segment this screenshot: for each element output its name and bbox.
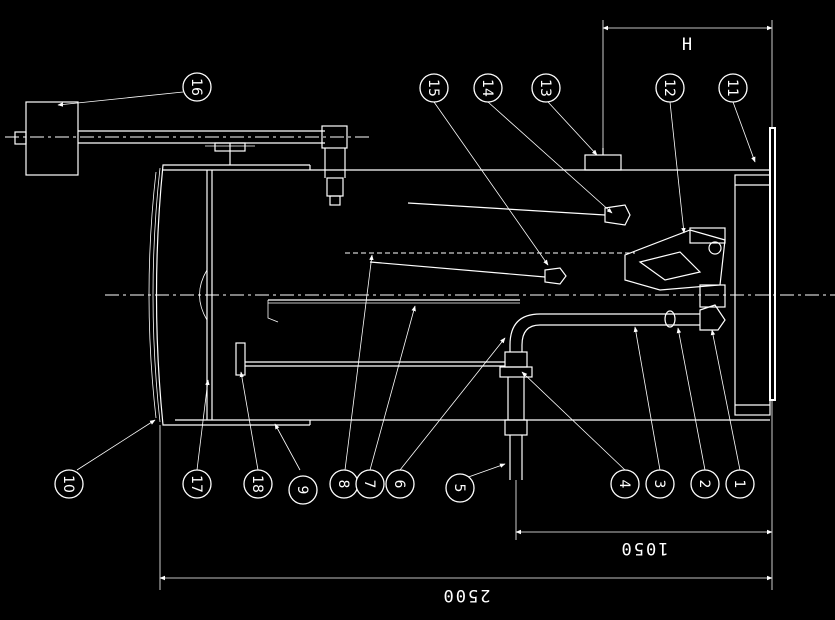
callout-13: 13 xyxy=(531,73,561,103)
callout-12: 12 xyxy=(655,73,685,103)
inner-pipe xyxy=(267,299,520,323)
float-rod xyxy=(407,202,631,226)
callout-label-3: 3 xyxy=(651,480,667,489)
callout-11: 11 xyxy=(718,73,748,103)
callout-10: 10 xyxy=(54,469,84,499)
callout-label-1: 1 xyxy=(731,480,747,489)
hand-pump-lever xyxy=(5,101,370,206)
vent-nozzle xyxy=(584,148,622,171)
callout-label-9: 9 xyxy=(294,486,310,495)
callout-9: 9 xyxy=(288,475,318,505)
callout-label-6: 6 xyxy=(391,480,407,489)
dimension-inlet-label: 1050 xyxy=(620,538,669,558)
callout-label-16: 16 xyxy=(188,78,204,96)
dimension-inlet: 1050 xyxy=(515,400,773,590)
callout-15: 15 xyxy=(419,73,449,103)
dipstick-handle xyxy=(235,342,505,376)
small-float xyxy=(369,261,567,285)
dimension-h-label: H xyxy=(682,35,694,55)
callout-label-11: 11 xyxy=(724,79,740,97)
callout-18: 18 xyxy=(243,469,273,499)
callout-5: 5 xyxy=(445,473,475,503)
callout-label-5: 5 xyxy=(451,484,467,493)
callout-label-4: 4 xyxy=(616,480,632,489)
callout-label-12: 12 xyxy=(661,79,677,97)
callout-4: 4 xyxy=(610,469,640,499)
callout-3: 3 xyxy=(645,469,675,499)
callout-1: 1 xyxy=(725,469,755,499)
callout-14: 14 xyxy=(473,73,503,103)
callout-8: 8 xyxy=(329,469,359,499)
suction-pipe xyxy=(509,304,726,352)
callout-label-17: 17 xyxy=(188,475,204,493)
callout-7: 7 xyxy=(355,469,385,499)
dimension-overall-label: 2500 xyxy=(442,585,491,605)
callout-16: 16 xyxy=(182,72,212,102)
dimension-overall: 2500 xyxy=(159,425,773,605)
callout-2: 2 xyxy=(690,469,720,499)
callout-label-10: 10 xyxy=(60,475,76,493)
callout-label-14: 14 xyxy=(479,79,495,97)
level-gauge-head xyxy=(624,227,726,308)
callout-17: 17 xyxy=(182,469,212,499)
callout-label-8: 8 xyxy=(335,480,351,489)
callout-label-7: 7 xyxy=(361,480,377,489)
callout-label-15: 15 xyxy=(425,79,441,97)
dimension-h: H xyxy=(602,20,773,148)
tank-shell xyxy=(148,127,776,426)
outlet-valve xyxy=(499,351,533,480)
leader-lines xyxy=(57,91,756,481)
callout-label-18: 18 xyxy=(249,475,265,493)
callout-label-13: 13 xyxy=(537,79,553,97)
callout-label-2: 2 xyxy=(696,480,712,489)
callout-6: 6 xyxy=(385,469,415,499)
